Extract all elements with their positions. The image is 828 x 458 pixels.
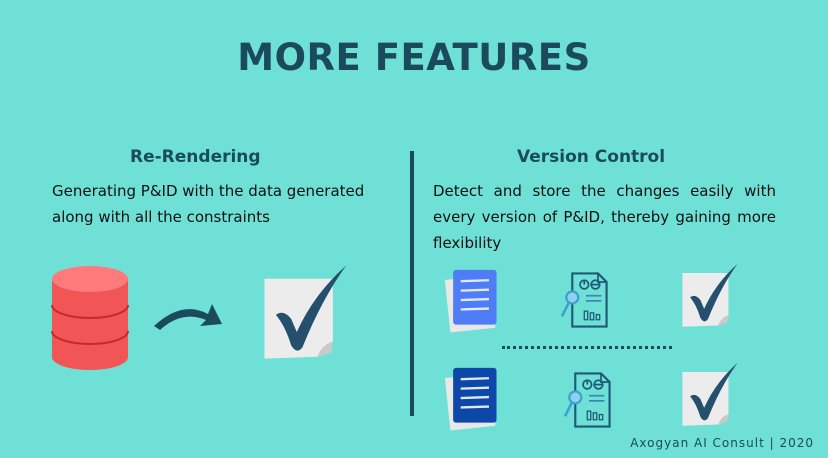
- column-divider: [410, 151, 414, 416]
- report-analysis-icon: [560, 270, 612, 330]
- checked-document-icon: [255, 263, 350, 363]
- slide-title: MORE FEATURES: [237, 36, 591, 79]
- version-control-heading: Version Control: [517, 147, 666, 167]
- re-rendering-heading: Re-Rendering: [130, 147, 261, 167]
- checked-document-icon: [676, 263, 740, 329]
- footer-credit: Axogyan AI Consult | 2020: [630, 436, 814, 450]
- document-v2-icon: [442, 366, 502, 432]
- checked-document-icon: [676, 362, 740, 428]
- document-v1-icon: [442, 268, 502, 334]
- version-control-description: Detect and store the changes easily with…: [433, 182, 776, 252]
- re-rendering-description: Generating P&ID with the data generated …: [52, 182, 365, 226]
- dotted-separator: [502, 346, 672, 349]
- report-analysis-icon: [563, 370, 615, 430]
- database-icon: [51, 266, 129, 370]
- arrow-icon: [154, 304, 222, 330]
